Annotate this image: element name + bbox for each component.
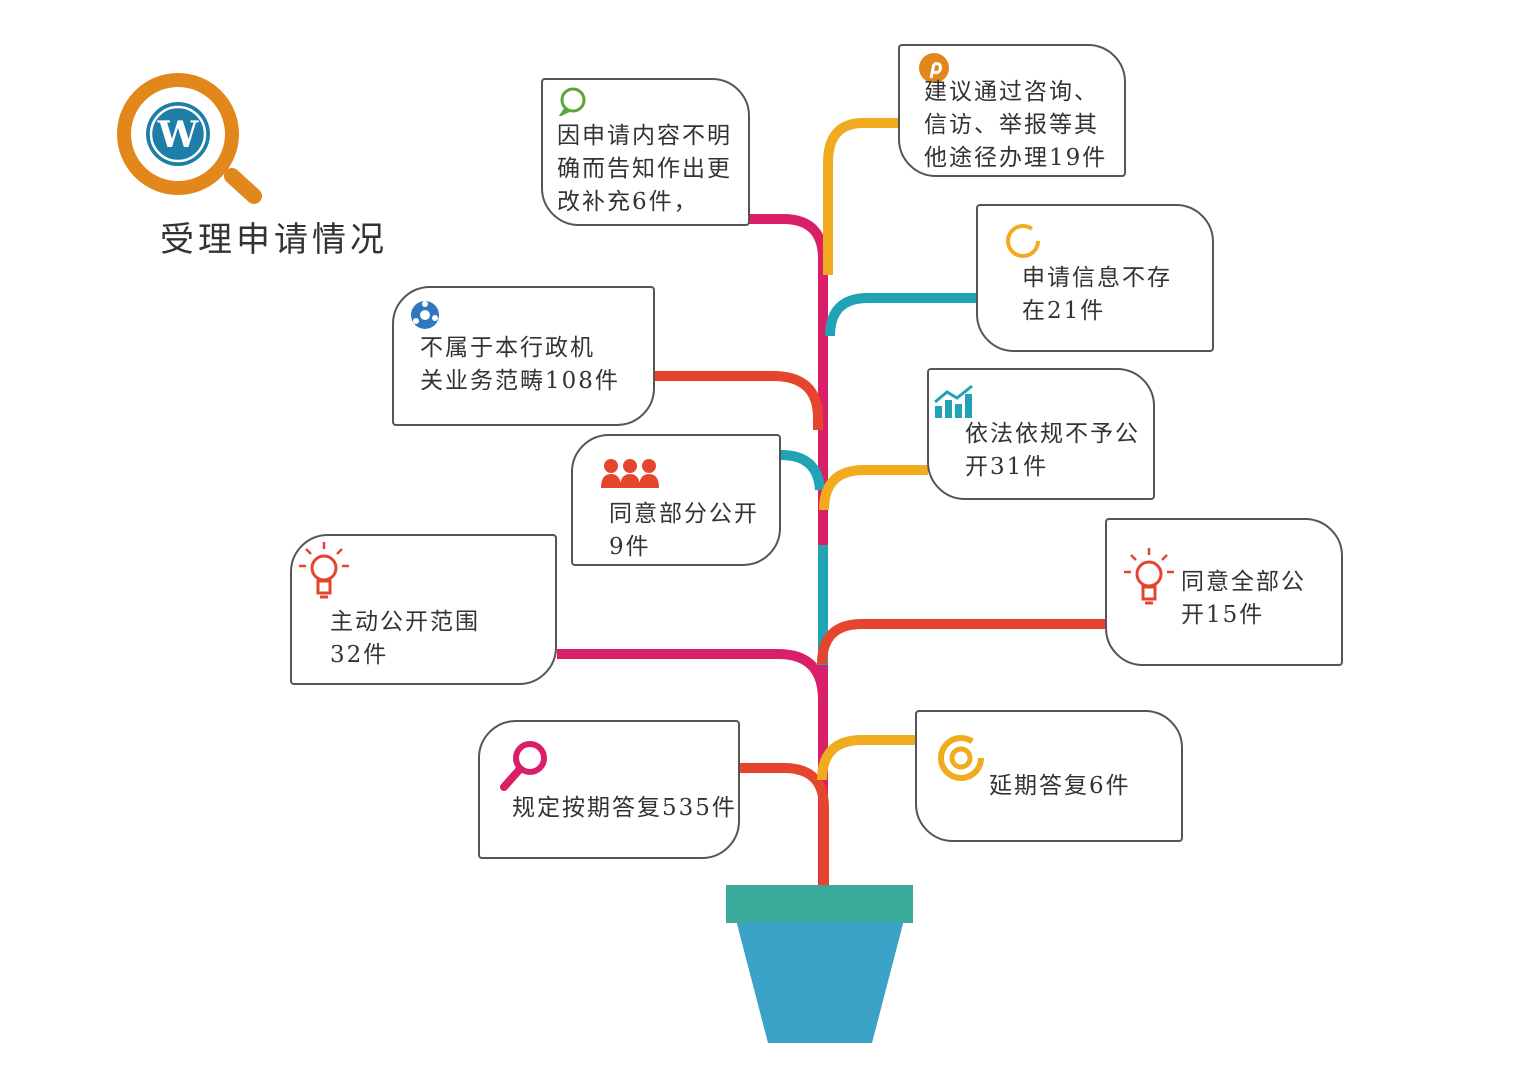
ring-icon (1006, 224, 1040, 258)
branch-proactive-scope (557, 649, 828, 890)
box-not-exist: 申请信息不存 在21件 (976, 204, 1214, 352)
chart-icon (934, 384, 973, 418)
people-icon (601, 459, 659, 488)
partial-disclosure-text: 同意部分公开 9件 (609, 501, 759, 560)
flower-pot (726, 885, 913, 1043)
branch-full-disclosure (817, 619, 1106, 665)
box-partial-disclosure: 同意部分公开 9件 (571, 434, 781, 566)
magnifier-icon (500, 741, 547, 791)
pot-body (736, 920, 904, 1043)
lightbulb-icon (299, 542, 349, 599)
box-full-disclosure: 同意全部公 开15件 (1105, 518, 1343, 666)
change-request-text: 因申请内容不明 确而告知作出更 改补充6件， (557, 123, 732, 215)
other-channels-text: 建议通过咨询、 信访、举报等其 他途径办理19件 (924, 79, 1108, 171)
branch-delayed (817, 735, 916, 781)
search-logo-icon: W (117, 73, 262, 204)
pot-rim (726, 885, 913, 923)
box-other-channels: 建议通过咨询、 信访、举报等其 他途径办理19件 (898, 44, 1126, 177)
page-title: 受理申请情况 (160, 220, 388, 260)
pinterest-icon (919, 53, 949, 83)
not-disclosed-text: 依法依规不予公 开31件 (965, 421, 1140, 480)
on-time-text: 规定按期答复535件 (512, 795, 737, 821)
full-disclosure-text: 同意全部公 开15件 (1181, 569, 1306, 628)
not-exist-text: 申请信息不存 在21件 (1022, 265, 1172, 324)
branch-other-channels (823, 118, 898, 275)
branch-out-of-scope (655, 371, 823, 430)
at-sign-icon (938, 735, 984, 781)
branch-on-time (740, 763, 829, 890)
delayed-text: 延期答复6件 (989, 773, 1131, 799)
branch-change-request (748, 214, 828, 890)
svg-text:W: W (157, 114, 199, 156)
box-on-time: 规定按期答复535件 (478, 720, 740, 859)
box-out-of-scope: 不属于本行政机 关业务范畴108件 (392, 286, 655, 426)
chat-bubble-icon (558, 87, 586, 116)
lightbulb-icon (1124, 548, 1174, 605)
branch-not-exist (825, 293, 978, 337)
box-not-disclosed: 依法依规不予公 开31件 (927, 368, 1155, 500)
box-delayed: 延期答复6件 (915, 710, 1183, 842)
branch-partial-disclosure (780, 450, 825, 491)
branch-lines (557, 118, 1106, 890)
out-of-scope-text: 不属于本行政机 关业务范畴108件 (420, 335, 620, 394)
proactive-scope-text: 主动公开范围 32件 (330, 609, 480, 668)
box-change-request: 因申请内容不明 确而告知作出更 改补充6件， (541, 78, 750, 226)
box-proactive-scope: 主动公开范围 32件 (290, 534, 557, 685)
branch-not-disclosed (819, 465, 928, 511)
network-icon (411, 301, 439, 329)
